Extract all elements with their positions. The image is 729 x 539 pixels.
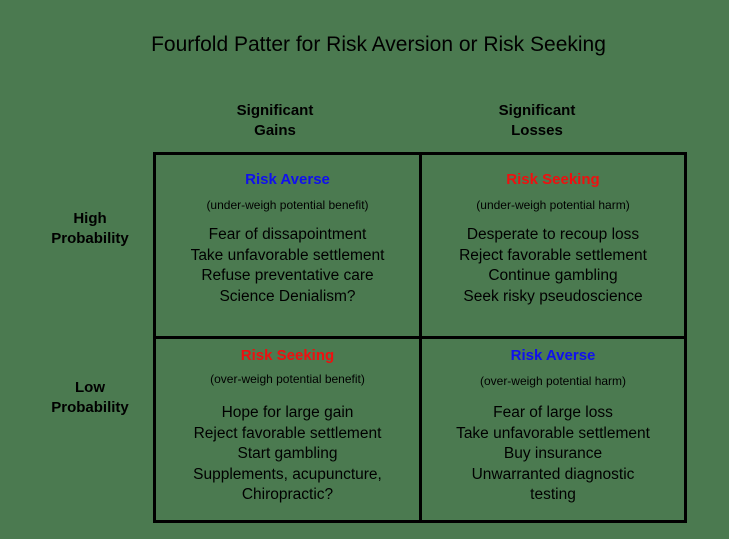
diagram-title: Fourfold Patter for Risk Aversion or Ris… <box>151 33 606 56</box>
row-header-line2: Probability <box>51 399 129 416</box>
quadrant-item: Supplements, acupuncture, <box>193 465 382 483</box>
quadrant-item: Reject favorable settlement <box>193 424 382 442</box>
quadrant-item: Start gambling <box>237 445 338 462</box>
quadrant-item: Chiropractic? <box>241 486 334 503</box>
column-header-line1: Significant <box>498 102 576 119</box>
quadrant-item: Buy insurance <box>503 445 603 462</box>
row-header-line1: High <box>73 210 107 227</box>
quadrant-item: Desperate to recoup loss <box>466 226 640 243</box>
quadrant-item: Science Denialism? <box>219 287 356 305</box>
quadrant-subtitle: (over-weigh potential benefit) <box>210 372 365 386</box>
row-header-high-probability: High Probability <box>20 209 160 249</box>
quadrant-item: Fear of dissapointment <box>208 226 367 243</box>
row-header-line1: Low <box>75 379 105 396</box>
quadrant-item: Seek risky pseudoscience <box>463 287 643 305</box>
quadrant-label: Risk Seeking <box>506 171 600 188</box>
quadrant-items: Fear of large loss Take unfavorable sett… <box>422 403 684 506</box>
grid-horizontal-divider <box>153 336 687 339</box>
column-header-losses: Significant Losses <box>437 101 637 141</box>
quadrant-subtitle: (under-weigh potential benefit) <box>206 198 369 212</box>
quadrant-items: Fear of dissapointment Take unfavorable … <box>156 225 419 307</box>
quadrant-subtitle: (over-weigh potential harm) <box>479 374 627 388</box>
quadrant-item: Unwarranted diagnostic <box>471 465 635 483</box>
quadrant-item: Take unfavorable settlement <box>456 424 650 442</box>
column-header-line2: Losses <box>511 122 563 139</box>
column-header-line2: Gains <box>254 122 296 139</box>
row-header-low-probability: Low Probability <box>20 378 160 418</box>
quadrant-high-losses: Risk Seeking (under-weigh potential harm… <box>422 171 684 307</box>
quadrant-item: Reject favorable settlement <box>459 246 647 264</box>
quadrant-high-gains: Risk Averse (under-weigh potential benef… <box>156 171 419 307</box>
quadrant-item: Continue gambling <box>488 267 618 284</box>
row-header-line2: Probability <box>51 230 129 247</box>
column-header-gains: Significant Gains <box>175 101 375 141</box>
quadrant-item: Take unfavorable settlement <box>190 246 385 264</box>
quadrant-label: Risk Seeking <box>240 347 335 364</box>
quadrant-label: Risk Averse <box>510 347 596 364</box>
quadrant-item: Hope for large gain <box>221 404 354 421</box>
quadrant-subtitle: (under-weigh potential harm) <box>476 198 630 212</box>
quadrant-low-losses: Risk Averse (over-weigh potential harm) … <box>422 347 684 506</box>
quadrant-label: Risk Averse <box>245 171 330 188</box>
quadrant-item: Refuse preventative care <box>201 267 374 284</box>
quadrant-items: Hope for large gain Reject favorable set… <box>156 403 419 506</box>
quadrant-item: Fear of large loss <box>493 404 613 421</box>
column-header-line1: Significant <box>236 102 314 119</box>
quadrant-item: testing <box>530 486 576 503</box>
quadrant-low-gains: Risk Seeking (over-weigh potential benef… <box>156 347 419 506</box>
quadrant-items: Desperate to recoup loss Reject favorabl… <box>422 225 684 307</box>
